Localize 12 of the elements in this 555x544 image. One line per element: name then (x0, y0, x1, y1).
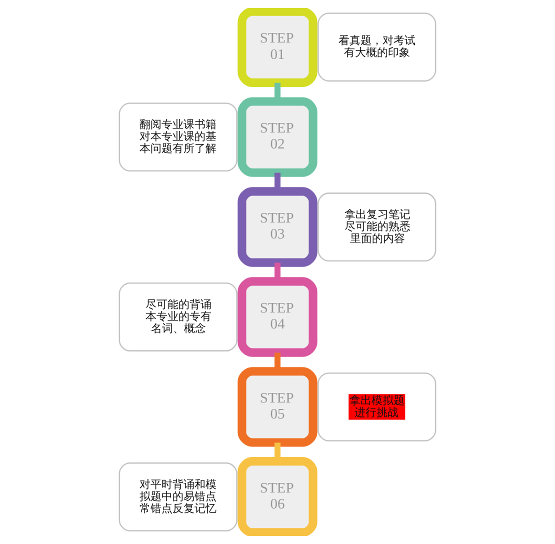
node-box: STEP 06 (238, 457, 318, 536)
node-box: STEP 04 (238, 277, 318, 357)
node-box: 看真题，对考试有大概的印象 (318, 12, 436, 82)
node-box: 尽可能的背诵本专业的专有名词、概念 (118, 282, 238, 352)
node-box: 对平时背诵和模拟题中的易错点常错点反复记忆 (118, 462, 238, 532)
node-box: 拿出复习笔记尽可能的熟悉里面的内容 (318, 192, 436, 262)
node-box: STEP 05 (238, 367, 318, 447)
node-box: 拿出模拟题进行挑战 (318, 372, 436, 442)
node-box: STEP 03 (238, 187, 318, 267)
node-box: STEP 02 (238, 97, 318, 177)
node-box: 翻阅专业课书籍对本专业课的基本问题有所了解 (118, 102, 238, 172)
node-box: STEP 01 (238, 8, 318, 87)
